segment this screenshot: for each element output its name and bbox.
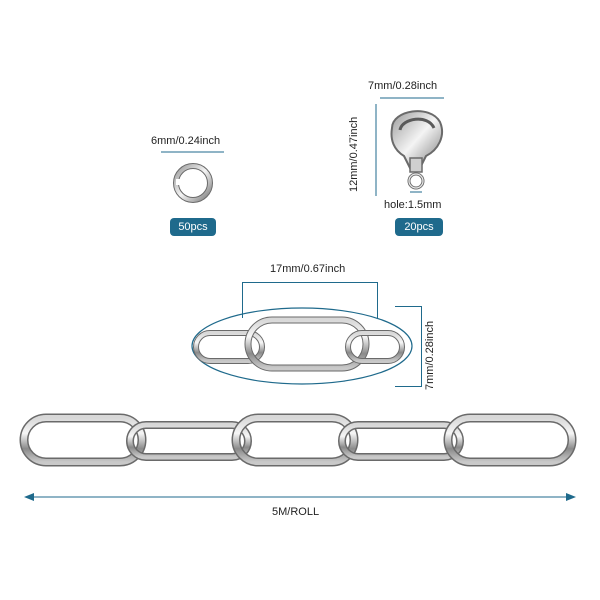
clasp-count-badge: 20pcs	[395, 218, 443, 236]
roll-length-arrow	[24, 493, 576, 501]
chain-image	[19, 413, 577, 467]
link-width-label: 7mm/0.28inch	[424, 320, 436, 390]
jump-ring-count-badge: 50pcs	[170, 218, 216, 236]
roll-length-label: 5M/ROLL	[272, 506, 320, 518]
chain-link-detail	[191, 282, 422, 387]
link-width-line	[421, 306, 422, 386]
jump-ring-size-label: 6mm/0.24inch	[151, 135, 221, 147]
clasp-height-label: 12mm/0.47inch	[348, 116, 360, 192]
clasp-width-label: 7mm/0.28inch	[368, 80, 438, 92]
link-length-label: 17mm/0.67inch	[270, 263, 346, 275]
jump-ring-image	[161, 151, 224, 203]
clasp-hole-label: hole:1.5mm	[384, 199, 442, 211]
link-length-line	[242, 282, 377, 283]
detail-outline	[191, 307, 413, 385]
lobster-clasp-image	[375, 97, 444, 196]
